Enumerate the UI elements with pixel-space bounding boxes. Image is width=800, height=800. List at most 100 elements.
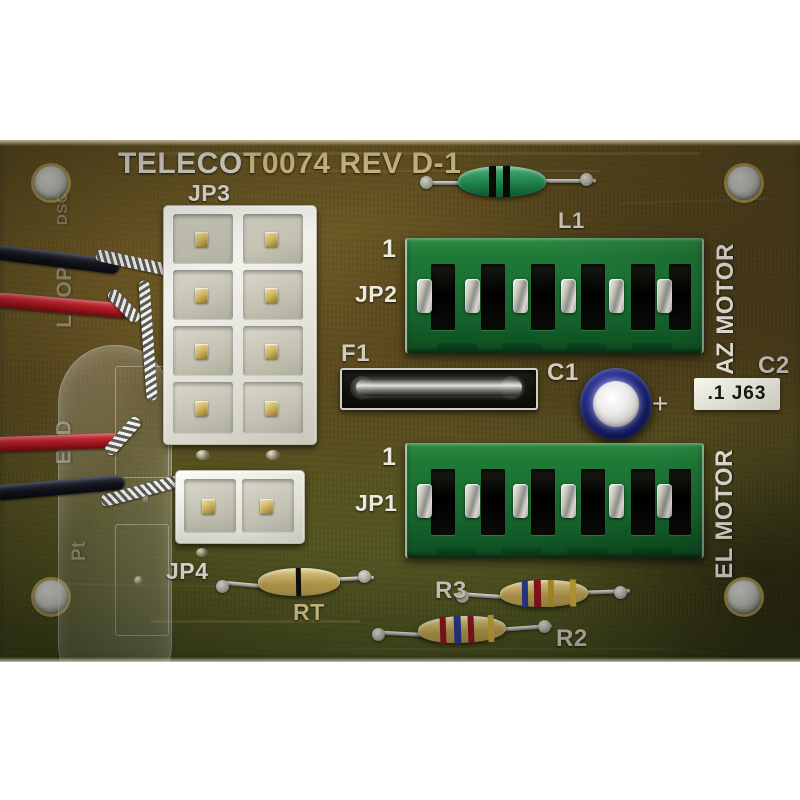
jp1-slot [581,469,605,535]
jp3-pin [195,344,208,359]
mounting-hole [727,580,761,614]
jp3-cell [243,382,303,434]
component-l1 [458,166,546,197]
jp2-screw[interactable] [609,279,624,313]
label-c1: C1 [547,359,579,386]
label-r3: R3 [435,577,467,604]
cover-window [115,524,169,636]
jp1-screw[interactable] [657,484,672,518]
board-bottom-edge [0,657,800,662]
copper-trace [140,152,700,155]
jp4-pin [202,499,215,514]
jp2-slot [481,264,505,330]
label-jp1: JP1 [355,490,398,516]
copper-trace [150,620,360,623]
jp1-slot [631,469,655,535]
jp1-slot [531,469,555,535]
r3-pad-right [614,586,627,599]
jp3-pin [265,401,278,416]
jp4-pin [260,499,273,514]
mounting-hole [727,166,761,200]
jp3-pin [195,288,208,303]
port-label-az-motor: AZ MOTOR [711,243,739,375]
connector-jp3[interactable] [163,205,317,445]
jp3-pin [195,232,208,247]
cover-text-dsc: DSC [54,191,72,226]
l1-lead-left [424,181,484,185]
jp1-screw[interactable] [513,484,528,518]
label-jp4: JP4 [166,558,209,584]
component-r2 [417,614,507,645]
rt-pad-right [358,570,371,583]
r2-band-3 [467,615,475,643]
jp3-cell [173,382,233,434]
jp2-screw[interactable] [657,279,672,313]
jp3-pin [265,232,278,247]
jp1-slot [431,469,455,535]
r2-band-1 [439,616,447,644]
jp1-screw[interactable] [465,484,480,518]
f1-fuse-element [356,379,522,396]
cover-dot [134,576,143,585]
jp1-screw[interactable] [609,484,624,518]
solder-joint [196,548,208,557]
terminal-block-jp1[interactable] [405,443,704,558]
jp2-screw[interactable] [513,279,528,313]
r3-pad-left [456,590,469,603]
solder-joint [196,450,210,460]
rt-pad-left [216,580,229,593]
component-c1 [580,368,652,440]
jp2-slot [669,264,691,330]
pin1-marker-jp1: 1 [382,443,397,471]
l1-pad-left [420,176,433,189]
jp3-cell [173,326,233,376]
jp2-slot [581,264,605,330]
jp3-pin [195,401,208,416]
component-r3 [499,579,589,608]
jp1-foot [437,548,477,558]
jp2-foot [437,343,477,353]
label-r2: R2 [556,625,588,652]
capacitor-value-label: .1 J63 [694,378,780,410]
c1-top-surface [593,381,639,427]
silkscreen-title-brand: TELECO [118,147,243,180]
jp2-screw[interactable] [465,279,480,313]
jp1-screw[interactable] [561,484,576,518]
jp2-foot [567,343,607,353]
l1-pad-right [580,173,593,186]
jp1-screw[interactable] [417,484,432,518]
jp1-slot [669,469,691,535]
polarity-plus-marker: + [652,388,669,419]
jp3-pin [265,288,278,303]
pin1-marker-jp2: 1 [382,235,397,263]
cover-dot [143,491,148,504]
jp2-screw[interactable] [561,279,576,313]
connector-jp4[interactable] [175,470,305,544]
l1-band [489,166,496,197]
r2-band-2 [453,616,462,644]
jp2-screw[interactable] [417,279,432,313]
cover-text-pt: Pt [69,541,90,561]
jp2-slot [531,264,555,330]
jp4-cell [242,479,294,533]
component-rt [257,567,341,597]
solder-joint [266,450,280,460]
label-jp2: JP2 [355,281,398,307]
cover-window [115,366,169,478]
r3-band-4 [569,579,577,607]
port-label-el-motor: EL MOTOR [710,449,738,579]
terminal-block-jp2[interactable] [405,238,704,353]
r2-pad-left [372,628,385,641]
board-scratch [300,170,600,172]
jp1-slot [481,469,505,535]
r3-band-2 [533,580,542,608]
mounting-hole [34,580,68,614]
jp1-foot [502,548,542,558]
jp3-cell [173,270,233,320]
jp1-foot [567,548,607,558]
jp2-foot [632,343,672,353]
r3-band-3 [547,579,555,607]
label-c2: C2 [758,352,790,379]
jp2-foot [502,343,542,353]
